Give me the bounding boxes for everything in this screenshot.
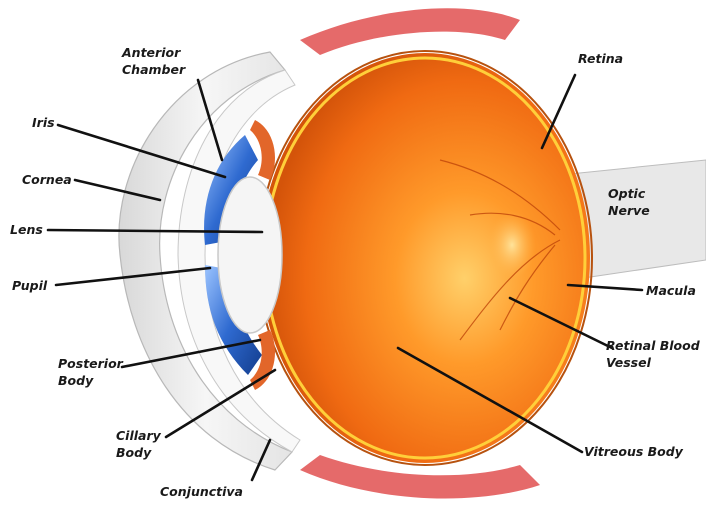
leader-retina	[542, 75, 575, 148]
label-pupil: Pupil	[12, 277, 47, 294]
macula-spot	[488, 211, 536, 279]
label-iris: Iris	[32, 114, 55, 131]
label-retina: Retina	[578, 50, 623, 67]
label-vitreous-body: Vitreous Body	[584, 443, 683, 460]
label-macula: Macula	[646, 282, 696, 299]
label-lens: Lens	[10, 221, 43, 238]
label-cornea: Cornea	[22, 171, 72, 188]
label-conjunctiva: Conjunctiva	[160, 483, 243, 500]
lens-shape	[218, 177, 282, 333]
ciliary-upper	[250, 120, 275, 180]
upper-muscle	[300, 8, 520, 55]
globe	[260, 53, 590, 463]
